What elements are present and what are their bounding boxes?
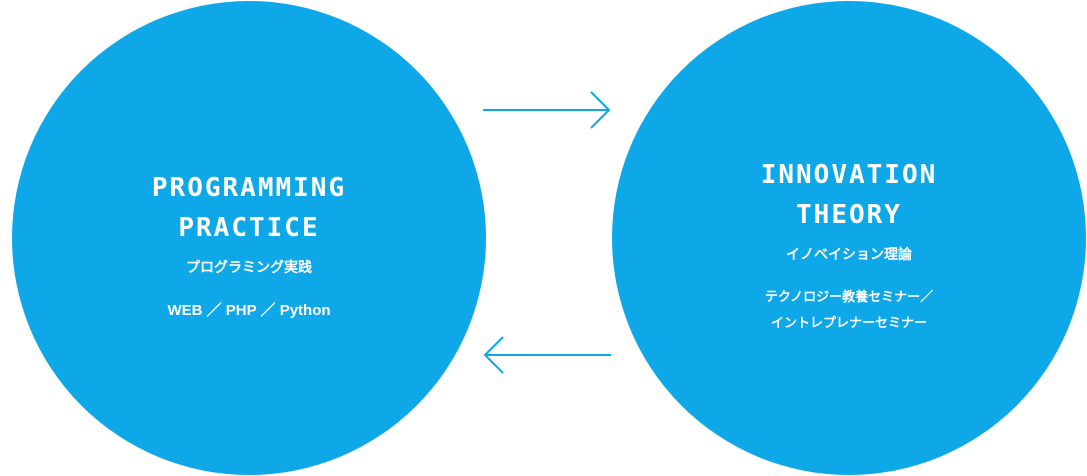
innovation-detail: テクノロジー教養セミナー／ イントレプレナーセミナー	[765, 285, 933, 337]
programming-detail: WEB ／ PHP ／ Python	[167, 302, 331, 319]
innovation-theory-circle: INNOVATION THEORY イノベイション理論 テクノロジー教養セミナー…	[612, 1, 1086, 475]
arrow-left-svg	[483, 336, 611, 374]
arrow-left-icon	[477, 335, 617, 375]
arrow-left-head	[483, 336, 504, 374]
programming-subtitle: プログラミング実践	[186, 260, 312, 276]
arrow-right-head	[590, 91, 611, 129]
innovation-title-line2: THEORY	[796, 200, 902, 230]
arrow-right-icon	[477, 90, 617, 130]
programming-practice-circle: PROGRAMMING PRACTICE プログラミング実践 WEB ／ PHP…	[12, 1, 486, 475]
programming-practice-content: PROGRAMMING PRACTICE プログラミング実践 WEB ／ PHP…	[152, 168, 346, 324]
innovation-detail-line1: テクノロジー教養セミナー／	[764, 290, 934, 305]
innovation-detail-line2: イントレプレナーセミナー	[770, 316, 927, 331]
innovation-theory-content: INNOVATION THEORY イノベイション理論 テクノロジー教養セミナー…	[761, 155, 938, 337]
innovation-subtitle: イノベイション理論	[785, 247, 912, 263]
innovation-title-line1: INNOVATION	[760, 160, 938, 190]
programming-title-line1: PROGRAMMING	[151, 173, 347, 203]
programming-title-line2: PRACTICE	[178, 213, 320, 243]
arrow-right-svg	[483, 91, 611, 129]
